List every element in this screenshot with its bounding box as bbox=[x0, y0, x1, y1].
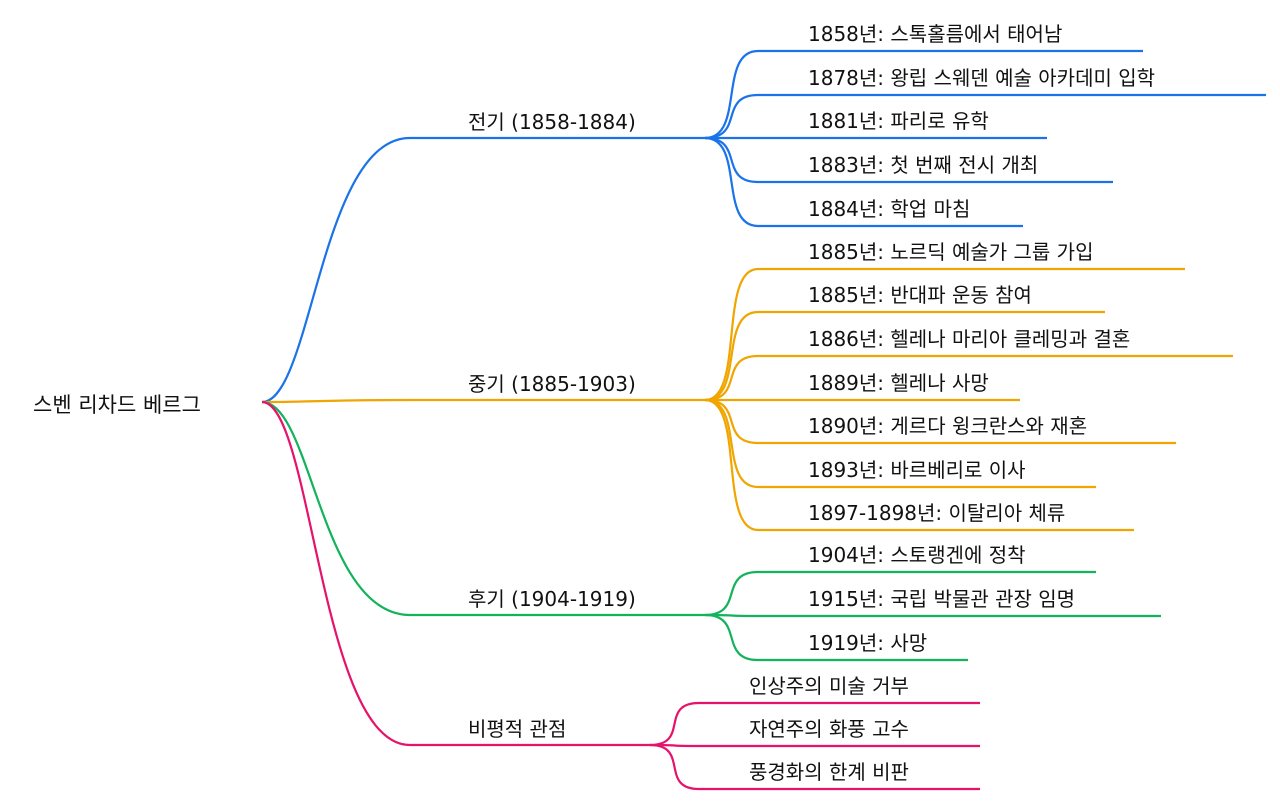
leaf-label-2-1: 1915년: 국립 박물관 관장 임명 bbox=[808, 587, 1075, 611]
leaf-edge-1-2 bbox=[704, 354, 1233, 402]
leaf-label-1-5: 1893년: 바르베리로 이사 bbox=[808, 458, 1026, 482]
leaf-edge-1-0 bbox=[704, 267, 1185, 402]
branch-label-0: 전기 (1858-1884) bbox=[468, 110, 636, 134]
mindmap-nodes: 스벤 리차드 베르그 전기 (1858-1884) 1858년: 스톡홀름에서 태… bbox=[33, 22, 1155, 784]
leaf-label-1-4: 1890년: 게르다 윙크란스와 재혼 bbox=[808, 414, 1087, 438]
leaf-label-1-1: 1885년: 반대파 운동 참여 bbox=[808, 283, 1032, 307]
mindmap-edges bbox=[261, 49, 1266, 791]
leaf-label-0-3: 1883년: 첫 번째 전시 개최 bbox=[808, 153, 1038, 177]
leaf-label-3-1: 자연주의 화풍 고수 bbox=[749, 717, 909, 741]
branch-edge-1 bbox=[261, 398, 705, 404]
leaf-edge-0-1 bbox=[704, 93, 1266, 140]
leaf-label-2-2: 1919년: 사망 bbox=[808, 631, 927, 655]
leaf-edge-2-1 bbox=[704, 613, 1161, 618]
leaf-edge-1-1 bbox=[704, 310, 1105, 402]
leaf-edge-0-0 bbox=[704, 49, 1143, 140]
branch-label-3: 비평적 관점 bbox=[468, 717, 566, 741]
leaf-edge-3-2 bbox=[649, 743, 980, 791]
leaf-edge-1-4 bbox=[704, 398, 1176, 445]
leaf-label-1-2: 1886년: 헬레나 마리아 클레밍과 결혼 bbox=[808, 327, 1130, 351]
leaf-edge-2-0 bbox=[704, 570, 1096, 617]
branch-edge-3 bbox=[261, 400, 650, 747]
leaf-edge-1-5 bbox=[704, 398, 1096, 489]
branch-label-1: 중기 (1885-1903) bbox=[468, 372, 636, 396]
leaf-edge-2-2 bbox=[704, 613, 968, 662]
branch-label-2: 후기 (1904-1919) bbox=[468, 587, 636, 611]
root-node-label: 스벤 리차드 베르그 bbox=[33, 393, 201, 417]
leaf-label-2-0: 1904년: 스토랭겐에 정착 bbox=[808, 543, 1026, 567]
leaf-edge-3-1 bbox=[649, 743, 980, 748]
leaf-label-0-2: 1881년: 파리로 유학 bbox=[808, 109, 989, 133]
leaf-label-3-2: 풍경화의 한계 비판 bbox=[749, 760, 909, 784]
leaf-label-1-6: 1897-1898년: 이탈리아 체류 bbox=[808, 501, 1065, 525]
leaf-label-0-0: 1858년: 스톡홀름에서 태어남 bbox=[808, 22, 1062, 46]
leaf-label-0-1: 1878년: 왕립 스웨덴 예술 아카데미 입학 bbox=[808, 66, 1155, 90]
leaf-edge-0-4 bbox=[704, 136, 1023, 228]
branch-edge-2 bbox=[261, 400, 705, 617]
leaf-label-0-4: 1884년: 학업 마침 bbox=[808, 197, 970, 221]
leaf-edge-1-6 bbox=[704, 398, 1134, 532]
leaf-label-3-0: 인상주의 미술 거부 bbox=[749, 674, 909, 698]
leaf-edge-0-3 bbox=[704, 136, 1113, 184]
leaf-edge-3-0 bbox=[649, 701, 980, 747]
leaf-label-1-3: 1889년: 헬레나 사망 bbox=[808, 371, 989, 395]
branch-edge-0 bbox=[261, 136, 705, 404]
leaf-label-1-0: 1885년: 노르딕 예술가 그룹 가입 bbox=[808, 240, 1093, 264]
